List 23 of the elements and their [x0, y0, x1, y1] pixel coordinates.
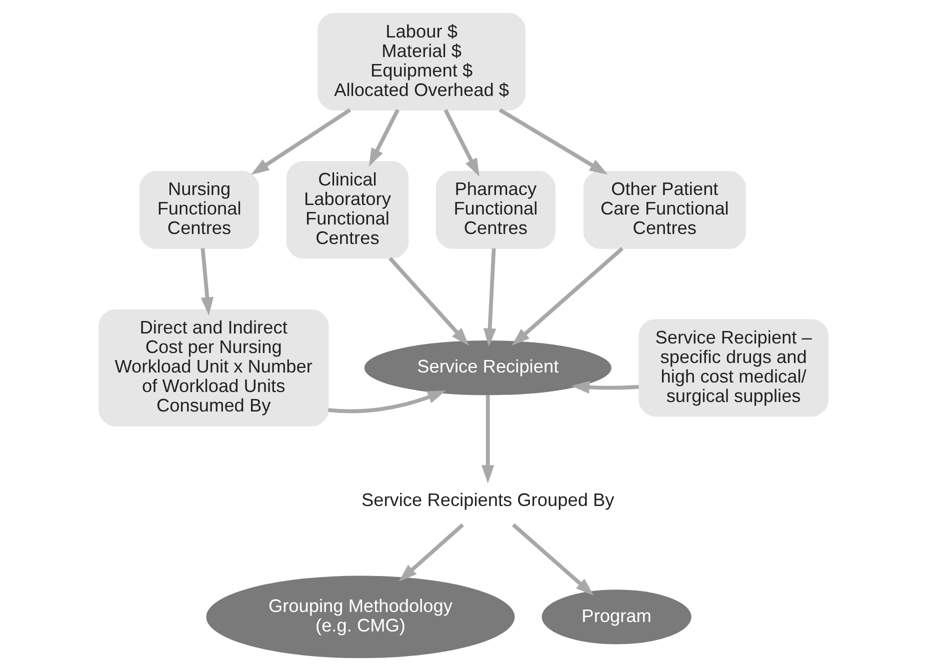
node-box: Direct and Indirect Cost per Nursing Workload Unit x Number of Workload Units Consumed By — [98, 309, 329, 426]
node-box: Pharmacy Functional Centres — [436, 170, 556, 249]
arrow — [571, 380, 639, 394]
arrow — [498, 108, 608, 175]
arrow — [398, 523, 464, 582]
node-box: Service Recipient – specific drugs and high cost medical/ surgical supplies — [638, 319, 828, 417]
arrow — [200, 248, 214, 316]
arrow — [483, 248, 496, 347]
node-box: Labour $ Material $ Equipment $ Allocated Overhead $ — [318, 12, 526, 110]
arrow — [251, 108, 352, 175]
arrow — [512, 523, 594, 596]
node-box: Other Patient Care Functional Centres — [583, 170, 746, 249]
node-box: Clinical Laboratory Functional Centres — [286, 161, 409, 259]
node-text: Service Recipients Grouped By — [362, 490, 614, 510]
arrow — [388, 256, 470, 346]
node-ellipse: Grouping Methodology (e.g. CMG) — [206, 576, 515, 658]
node-box: Nursing Functional Centres — [140, 170, 260, 249]
arrow — [512, 246, 624, 346]
arrow — [481, 394, 494, 484]
arrow — [444, 109, 480, 177]
arrow — [368, 109, 400, 167]
node-ellipse: Program — [542, 590, 692, 644]
arrow — [328, 390, 446, 414]
